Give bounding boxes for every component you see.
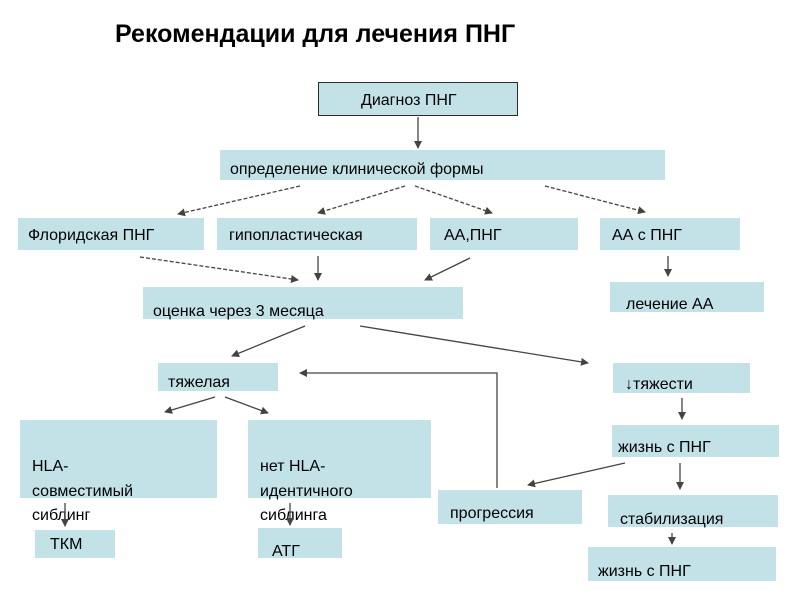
life-with-png-label-1: жизнь с ПНГ [618,439,711,456]
assessment-box: оценка через 3 месяца [143,287,463,320]
arrow-aapng-assessment [424,257,471,281]
atg-box: АТГ [258,528,342,560]
aa-with-png-box: АА с ПНГ [600,218,740,250]
floridnaya-box: Флоридская ПНГ [18,218,204,250]
aa-png-box: АА,ПНГ [430,218,578,250]
arrow-severe-hla [164,396,216,414]
arrow-clinical-floridnaya [177,185,301,217]
floridnaya-label: Флоридская ПНГ [28,227,155,244]
diagnosis-label: Диагноз ПНГ [361,92,457,109]
aa-treatment-label: лечение АА [626,296,714,313]
progression-box: прогрессия [438,490,582,524]
arrow-clinical-hypoplastic [317,185,406,215]
arrow-progression-severe [299,369,498,488]
no-hla-sibling-box: нет HLA- идентичного сиблинга [248,420,431,524]
diagnosis-box: Диагноз ПНГ [318,82,518,116]
life-with-png-label-2: жизнь с ПНГ [598,563,691,580]
assessment-label: оценка через 3 месяца [153,303,324,320]
stabilization-box: стабилизация [608,495,778,528]
aa-with-png-label: АА с ПНГ [612,227,682,244]
arrow-floridnaya-assessment [139,256,299,283]
hla-sibling-box: HLA- совместимый сиблинг [20,420,217,524]
hla-sibling-label: HLA- совместимый сиблинг [32,457,133,525]
arrow-life-progression [527,462,626,488]
arrow-assessment-severe [231,325,306,358]
arrow-clinical-aawithpng [544,185,646,215]
severe-label: тяжелая [168,374,230,391]
life-with-png-box-2: жизнь с ПНГ [588,547,776,581]
no-hla-sibling-label: нет HLA- идентичного сиблинга [260,457,353,525]
severity-decrease-label: ↓тяжести [625,376,693,393]
tkm-label: ТКМ [50,536,83,553]
hypoplastic-box: гипопластическая [217,218,417,250]
life-with-png-box-1: жизнь с ПНГ [612,425,779,457]
aa-png-label: АА,ПНГ [444,227,502,244]
hypoplastic-label: гипопластическая [229,227,363,244]
progression-label: прогрессия [450,505,534,522]
arrow-clinical-aapng [414,185,493,215]
atg-label: АТГ [272,543,300,560]
severe-box: тяжелая [158,363,278,391]
severity-decrease-box: ↓тяжести [613,363,750,393]
arrow-assessment-decrease [359,325,589,366]
clinical-form-box: определение клинической формы [220,150,665,180]
tkm-box: ТКМ [35,530,115,558]
clinical-form-label: определение клинической формы [230,161,484,178]
stabilization-label: стабилизация [620,511,724,528]
page-title: Рекомендации для лечения ПНГ [115,20,516,48]
arrow-severe-nohla [224,396,269,415]
aa-treatment-box: лечение АА [610,282,764,313]
